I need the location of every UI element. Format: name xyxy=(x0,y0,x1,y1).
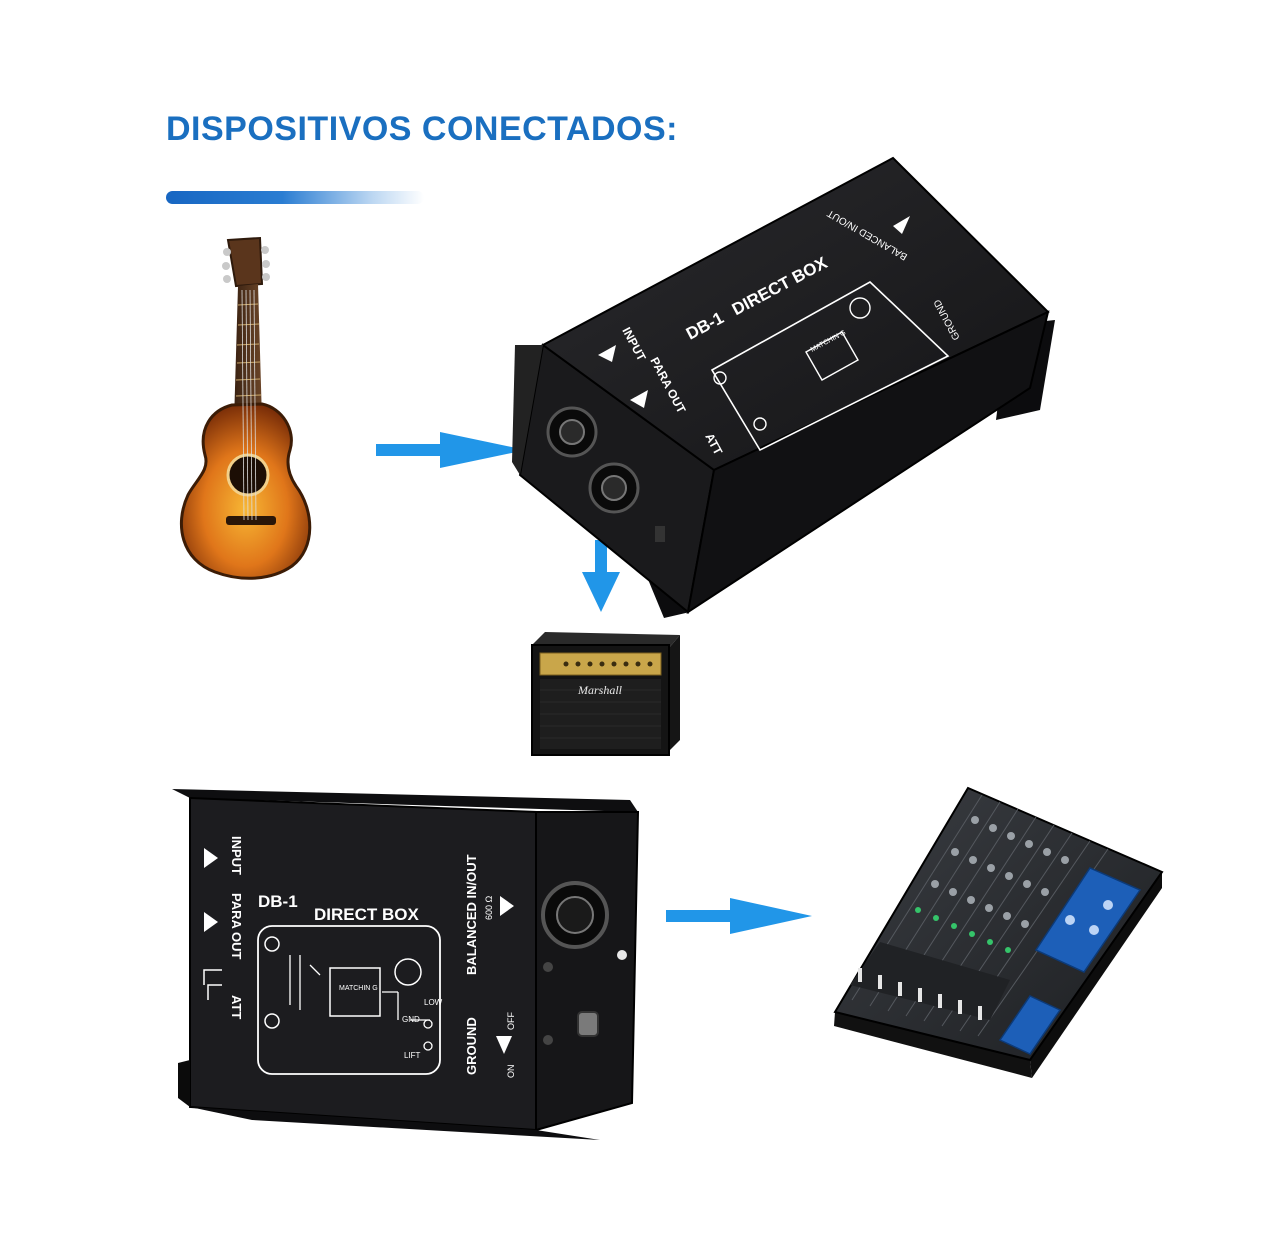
title-underline xyxy=(166,191,424,204)
amplifier-brand: Marshall xyxy=(577,683,623,697)
bottom-box-balanced-label: BALANCED IN/OUT xyxy=(464,854,479,975)
bottom-box-att-label: ATT xyxy=(229,995,244,1019)
guitar-icon xyxy=(180,236,312,580)
bottom-box-name: DIRECT BOX xyxy=(314,905,420,924)
bottom-box-impedance-label: 600 Ω xyxy=(484,895,494,920)
bottom-box-input-label: INPUT xyxy=(229,836,244,875)
arrow-right-icon xyxy=(376,432,526,468)
arrow-down-icon xyxy=(582,540,620,612)
bottom-box-gnd-label: GND xyxy=(402,1015,420,1024)
direct-box-bottom: INPUT PARA OUT ATT BALANCED IN/OUT 600 Ω… xyxy=(172,789,640,1140)
bottom-box-model: DB-1 xyxy=(258,892,298,911)
arrow-right-icon xyxy=(666,898,812,934)
bottom-box-para-out-label: PARA OUT xyxy=(229,893,244,960)
bottom-box-low-label: LOW xyxy=(424,998,443,1007)
bottom-box-lift-label: LIFT xyxy=(404,1051,421,1060)
direct-box-top: DB-1 DIRECT BOX INPUT PARA OUT ATT BALAN… xyxy=(512,156,1055,618)
page-title: DISPOSITIVOS CONECTADOS: xyxy=(166,110,678,148)
amplifier-icon: Marshall xyxy=(531,632,680,756)
bottom-box-on-label: ON xyxy=(506,1065,516,1079)
bottom-box-off-label: OFF xyxy=(506,1012,516,1030)
bottom-box-matching-label: MATCHIN G xyxy=(339,985,378,992)
bottom-box-ground-label: GROUND xyxy=(464,1017,479,1075)
mixer-icon xyxy=(833,786,1164,1078)
